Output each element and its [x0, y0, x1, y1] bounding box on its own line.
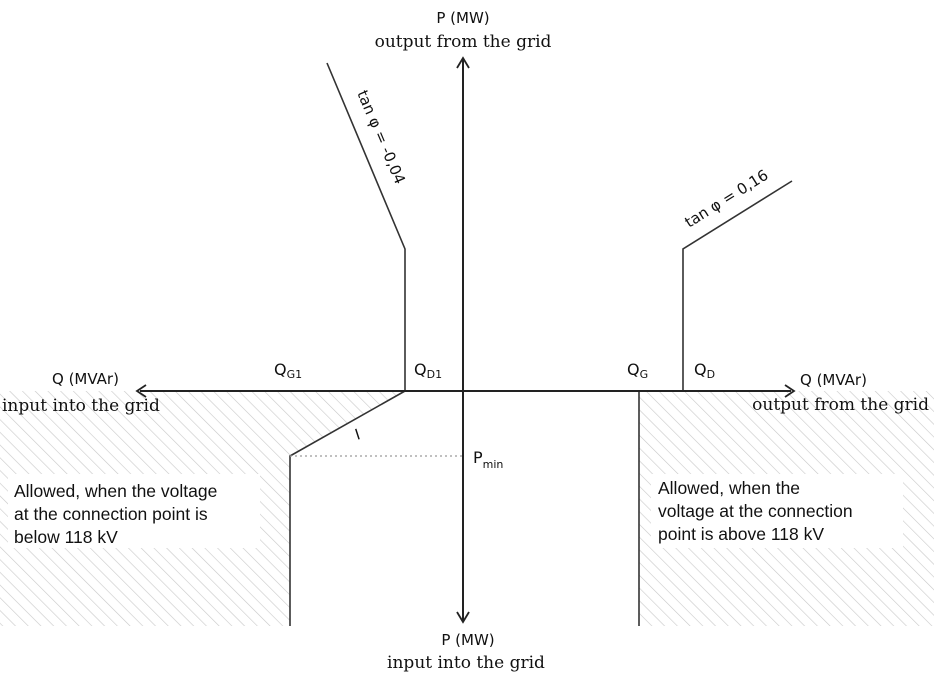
slope-mark: I [353, 425, 363, 443]
pmin-label: Pmin [473, 448, 503, 471]
left-note-line: at the connection point is [14, 504, 208, 524]
right-upper-boundary [682, 180, 793, 391]
hatched-regions [0, 391, 934, 626]
q-axis-right-label: Q (MVAr) [800, 371, 867, 389]
p-axis-arrow-down [456, 611, 470, 624]
axes [135, 56, 796, 624]
q-axis-left-sublabel: input into the grid [2, 396, 160, 416]
q-axis-right-sublabel: output from the grid [752, 395, 929, 415]
p-axis-arrow-up [456, 56, 470, 69]
right-region-note: Allowed, when the voltage at the connect… [658, 478, 853, 544]
left-note-line: Allowed, when the voltage [14, 481, 217, 501]
q-axis-left-label: Q (MVAr) [52, 370, 119, 388]
q-axis-arrow-left [135, 384, 147, 398]
right-note-line: voltage at the connection [658, 501, 853, 521]
left-upper-boundary [326, 62, 406, 391]
p-axis-top-label: P (MW) [436, 9, 489, 27]
boundary-lines [289, 62, 793, 626]
p-axis-top-sublabel: output from the grid [375, 32, 552, 52]
qg-label: QG [627, 360, 648, 381]
tan-phi-left-label: tan φ = -0,04 [353, 88, 409, 187]
p-axis-bottom-sublabel: input into the grid [387, 653, 545, 673]
right-note-line: Allowed, when the [658, 478, 800, 498]
right-note-line: point is above 118 kV [658, 524, 824, 544]
qg1-label: QG1 [274, 360, 302, 381]
left-note-bg [8, 474, 260, 548]
left-note-line: below 118 kV [14, 527, 118, 547]
qd-label: QD [694, 360, 715, 381]
qd1-label: QD1 [414, 360, 442, 381]
left-region-note: Allowed, when the voltage at the connect… [14, 481, 217, 547]
right-note-bg [651, 474, 903, 548]
q-axis-arrow-right [784, 384, 796, 398]
p-axis-bottom-label: P (MW) [441, 631, 494, 649]
allowed-area-lower [290, 391, 639, 626]
